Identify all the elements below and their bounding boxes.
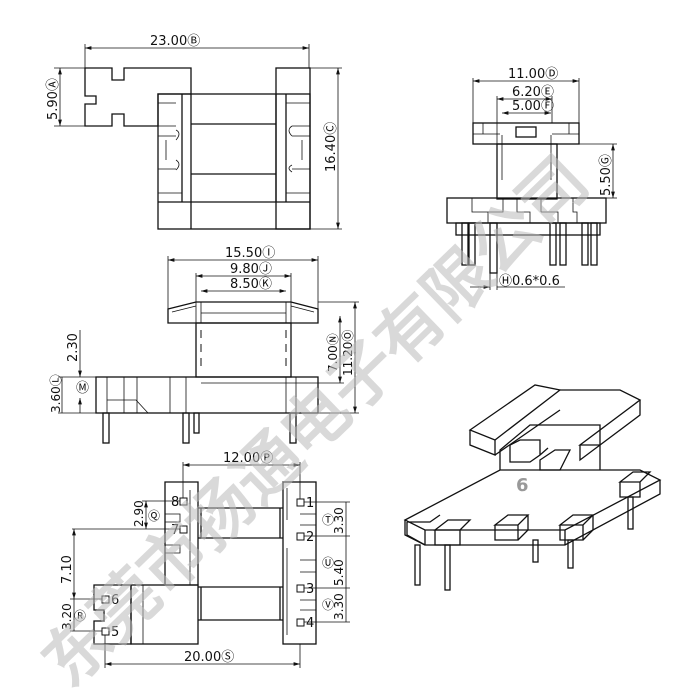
dim-h-label: Ⓗ0.6*0.6 (499, 274, 560, 289)
pin-1-label: 1 (306, 496, 314, 511)
label-m: Ⓜ (76, 381, 89, 396)
label-v: Ⓥ (322, 598, 334, 612)
dim-g-label: 5.50Ⓖ (599, 154, 614, 196)
pin-2-label: 2 (306, 530, 314, 545)
pin-4-label: 4 (306, 616, 314, 631)
top-view: 23.00Ⓑ 5.90Ⓐ 16.40Ⓒ (46, 34, 342, 230)
dim-v-label: 3.30 (332, 593, 346, 620)
dim-d-label: 11.00Ⓓ (508, 67, 558, 82)
label-r: Ⓡ (74, 609, 86, 623)
dim-a-label: 5.90Ⓐ (46, 78, 61, 120)
dim-710-label: 7.10 (60, 555, 75, 584)
label-u: Ⓤ (322, 556, 334, 570)
isometric-view: 6 (403, 384, 662, 591)
pin-7-label: 7 (171, 523, 179, 538)
dim-j-label: 9.80Ⓙ (230, 262, 272, 277)
dim-k-label: 8.50Ⓚ (230, 277, 272, 292)
dim-p-label: 12.00Ⓟ (223, 451, 273, 466)
side-view: 15.50Ⓘ 9.80Ⓙ 8.50Ⓚ 2.30 3.60Ⓛ Ⓜ 7.00Ⓝ 11… (49, 246, 359, 444)
label-q: Ⓠ (148, 509, 160, 523)
bottom-view: 1 2 3 4 5 6 7 8 12.00Ⓟ 2.90 Ⓠ 7.10 3.20 … (60, 451, 350, 668)
dim-b-label: 23.00Ⓑ (150, 34, 200, 49)
label-t: Ⓣ (322, 513, 334, 527)
dim-t-label: 3.30 (332, 507, 346, 534)
dim-i-label: 15.50Ⓘ (225, 246, 275, 261)
iso-label: 6 (516, 475, 529, 496)
pin-5-label: 5 (111, 625, 119, 640)
dim-r-label: 3.20 (60, 603, 74, 630)
dim-o-label: 11.20Ⓞ (341, 330, 355, 376)
dim-c-label: 16.40Ⓒ (324, 122, 339, 172)
dim-f-label: 5.00Ⓕ (512, 99, 554, 114)
dim-q-label: 2.90 (132, 500, 146, 527)
pin-8-label: 8 (171, 495, 179, 510)
pin-6-label: 6 (111, 593, 119, 608)
dim-u-label: 5.40 (332, 559, 346, 586)
pin-3-label: 3 (306, 582, 314, 597)
dim-e-label: 6.20Ⓔ (512, 85, 554, 100)
dim-s-label: 20.00Ⓢ (184, 650, 234, 665)
front-view: 11.00Ⓓ 6.20Ⓔ 5.00Ⓕ 5.50Ⓖ Ⓗ0.6*0.6 (446, 67, 617, 290)
dim-230-label: 2.30 (66, 333, 81, 362)
dim-l-label: 3.60Ⓛ (49, 374, 63, 413)
dim-n-label: 7.00Ⓝ (326, 333, 340, 372)
